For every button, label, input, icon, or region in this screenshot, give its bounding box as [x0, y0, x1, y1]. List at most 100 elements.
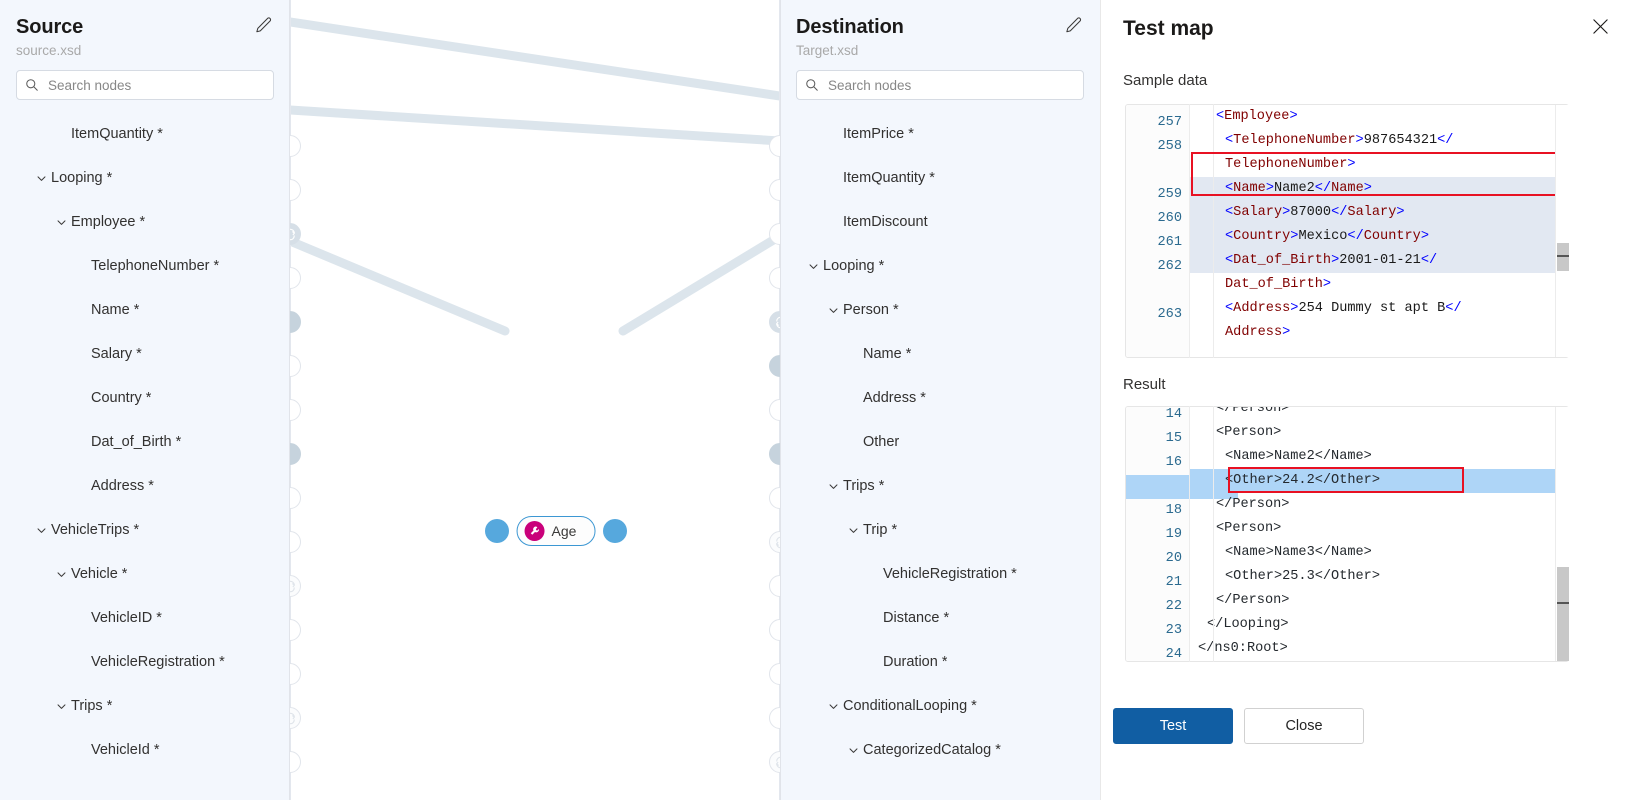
chevron-down-icon[interactable] — [34, 173, 48, 184]
source-tree-row[interactable]: Looping * — [0, 156, 290, 200]
chevron-down-icon[interactable] — [826, 305, 840, 316]
sample-data-code[interactable]: <Employee> <TelephoneNumber>987654321</ Te… — [1190, 105, 1568, 357]
result-code[interactable]: </Person> <Person> <Name>Name2</Name> <Othe… — [1190, 407, 1568, 661]
source-edit-button[interactable] — [250, 14, 276, 40]
destination-tree-row[interactable]: ItemDiscount — [780, 200, 1100, 244]
source-tree-row[interactable]: VehicleRegistration * — [0, 640, 290, 684]
chevron-down-icon[interactable] — [54, 569, 68, 580]
function-node-age[interactable]: Age — [516, 516, 596, 546]
destination-tree-row[interactable]: VehicleRegistration * — [780, 552, 1100, 596]
tree-row-label: ConditionalLooping * — [843, 698, 977, 714]
result-editor[interactable]: 1415161718192021222324 </Person><Person>… — [1125, 406, 1569, 662]
close-button[interactable] — [1586, 14, 1614, 42]
code-line[interactable]: <Name>Name2</Name> — [1190, 177, 1568, 201]
source-tree-row[interactable]: Vehicle * — [0, 552, 290, 596]
destination-search-input[interactable] — [826, 72, 1075, 98]
tree-row-label: ItemDiscount — [843, 214, 928, 230]
code-line[interactable]: <TelephoneNumber>987654321</ — [1225, 133, 1454, 148]
code-line[interactable]: <Other>25.3</Other> — [1225, 569, 1380, 584]
code-line[interactable]: <Employee> — [1216, 109, 1298, 124]
source-tree-row[interactable]: Name * — [0, 288, 290, 332]
source-tree-row[interactable]: VehicleID * — [0, 596, 290, 640]
sample-data-scroll-thumb[interactable] — [1557, 243, 1569, 271]
code-line[interactable]: TelephoneNumber> — [1225, 157, 1356, 172]
destination-panel-divider — [780, 0, 781, 800]
code-line[interactable]: <Person> — [1216, 425, 1282, 440]
tree-row-label: ItemQuantity * — [71, 126, 163, 142]
code-line[interactable]: </Person> — [1216, 407, 1290, 416]
code-line[interactable]: Dat_of_Birth> — [1225, 277, 1332, 292]
chevron-down-icon[interactable] — [826, 481, 840, 492]
destination-tree-row[interactable]: Trip * — [780, 508, 1100, 552]
source-search-input[interactable] — [46, 72, 265, 98]
source-tree-row[interactable]: TelephoneNumber * — [0, 244, 290, 288]
chevron-down-icon[interactable] — [806, 261, 820, 272]
code-line[interactable]: <Person> — [1216, 521, 1282, 536]
source-tree-row[interactable]: Country * — [0, 376, 290, 420]
destination-tree-row[interactable]: ItemQuantity * — [780, 156, 1100, 200]
sample-gutter-divider-1 — [1189, 104, 1190, 358]
code-line[interactable]: Address> — [1225, 325, 1291, 340]
source-tree-row[interactable]: Trips * — [0, 684, 290, 728]
destination-tree-row[interactable]: Duration * — [780, 640, 1100, 684]
chevron-down-icon[interactable] — [34, 525, 48, 536]
destination-tree-row[interactable]: Other — [780, 420, 1100, 464]
cancel-button[interactable]: Close — [1244, 708, 1364, 744]
code-line[interactable]: </Person> — [1216, 593, 1290, 608]
close-icon — [1592, 18, 1609, 38]
sample-data-scrollbar[interactable] — [1555, 105, 1569, 357]
source-tree-row[interactable]: Employee * — [0, 200, 290, 244]
source-tree-row[interactable]: Salary * — [0, 332, 290, 376]
destination-tree-row[interactable]: Distance * — [780, 596, 1100, 640]
function-output-port[interactable] — [603, 519, 627, 543]
result-gutter-divider-2 — [1213, 406, 1214, 662]
code-line[interactable]: <Name>Name3</Name> — [1225, 545, 1372, 560]
destination-tree-row[interactable]: CategorizedCatalog * — [780, 728, 1100, 772]
source-tree-row[interactable]: VehicleId * — [0, 728, 290, 772]
source-tree-row[interactable]: ItemQuantity * — [0, 112, 290, 156]
tree-row-label: CategorizedCatalog * — [863, 742, 1001, 758]
chevron-down-icon[interactable] — [54, 701, 68, 712]
destination-tree-row[interactable]: ItemPrice * — [780, 112, 1100, 156]
destination-tree-row[interactable]: Looping * — [780, 244, 1100, 288]
line-number: 24 — [1165, 647, 1182, 662]
code-line[interactable]: </ns0:Root> — [1198, 641, 1288, 656]
tree-row-label: Name * — [863, 346, 912, 362]
chevron-down-icon[interactable] — [846, 525, 860, 536]
search-icon — [25, 78, 39, 92]
code-line[interactable]: <Country>Mexico</Country> — [1190, 225, 1568, 249]
code-line[interactable]: </Person> — [1216, 497, 1290, 512]
line-number: 15 — [1165, 431, 1182, 446]
destination-edit-button[interactable] — [1060, 14, 1086, 40]
chevron-down-icon[interactable] — [826, 701, 840, 712]
source-tree-row[interactable]: Dat_of_Birth * — [0, 420, 290, 464]
code-line[interactable]: <Other>24.2</Other> — [1190, 469, 1568, 493]
result-scrollbar[interactable] — [1555, 407, 1569, 661]
destination-tree-row[interactable]: Person * — [780, 288, 1100, 332]
function-input-port[interactable] — [485, 519, 509, 543]
tree-row-label: Address * — [91, 478, 154, 494]
result-scroll-thumb[interactable] — [1557, 567, 1569, 661]
chevron-down-icon[interactable] — [846, 745, 860, 756]
destination-tree-row[interactable]: Address * — [780, 376, 1100, 420]
code-line[interactable]: <Address>254 Dummy st apt B</ — [1225, 301, 1462, 316]
function-node-label: Age — [551, 523, 577, 539]
destination-search-box[interactable] — [796, 70, 1084, 100]
code-line[interactable]: <Salary>87000</Salary> — [1190, 201, 1568, 225]
code-line[interactable]: <Name>Name2</Name> — [1225, 449, 1372, 464]
chevron-down-icon[interactable] — [54, 217, 68, 228]
source-tree-row[interactable]: Address * — [0, 464, 290, 508]
mapping-canvas[interactable]: Age — [290, 0, 780, 800]
source-search-box[interactable] — [16, 70, 274, 100]
test-button[interactable]: Test — [1113, 708, 1233, 744]
destination-tree-row[interactable]: ConditionalLooping * — [780, 684, 1100, 728]
line-number: 260 — [1157, 211, 1182, 226]
tree-row-label: Employee * — [71, 214, 146, 230]
source-tree-row[interactable]: VehicleTrips * — [0, 508, 290, 552]
code-line[interactable]: </Looping> — [1207, 617, 1289, 632]
source-filename: source.xsd — [16, 43, 82, 58]
destination-tree-row[interactable]: Trips * — [780, 464, 1100, 508]
destination-tree-row[interactable]: Name * — [780, 332, 1100, 376]
code-line[interactable]: <Dat_of_Birth>2001-01-21</ — [1190, 249, 1568, 273]
